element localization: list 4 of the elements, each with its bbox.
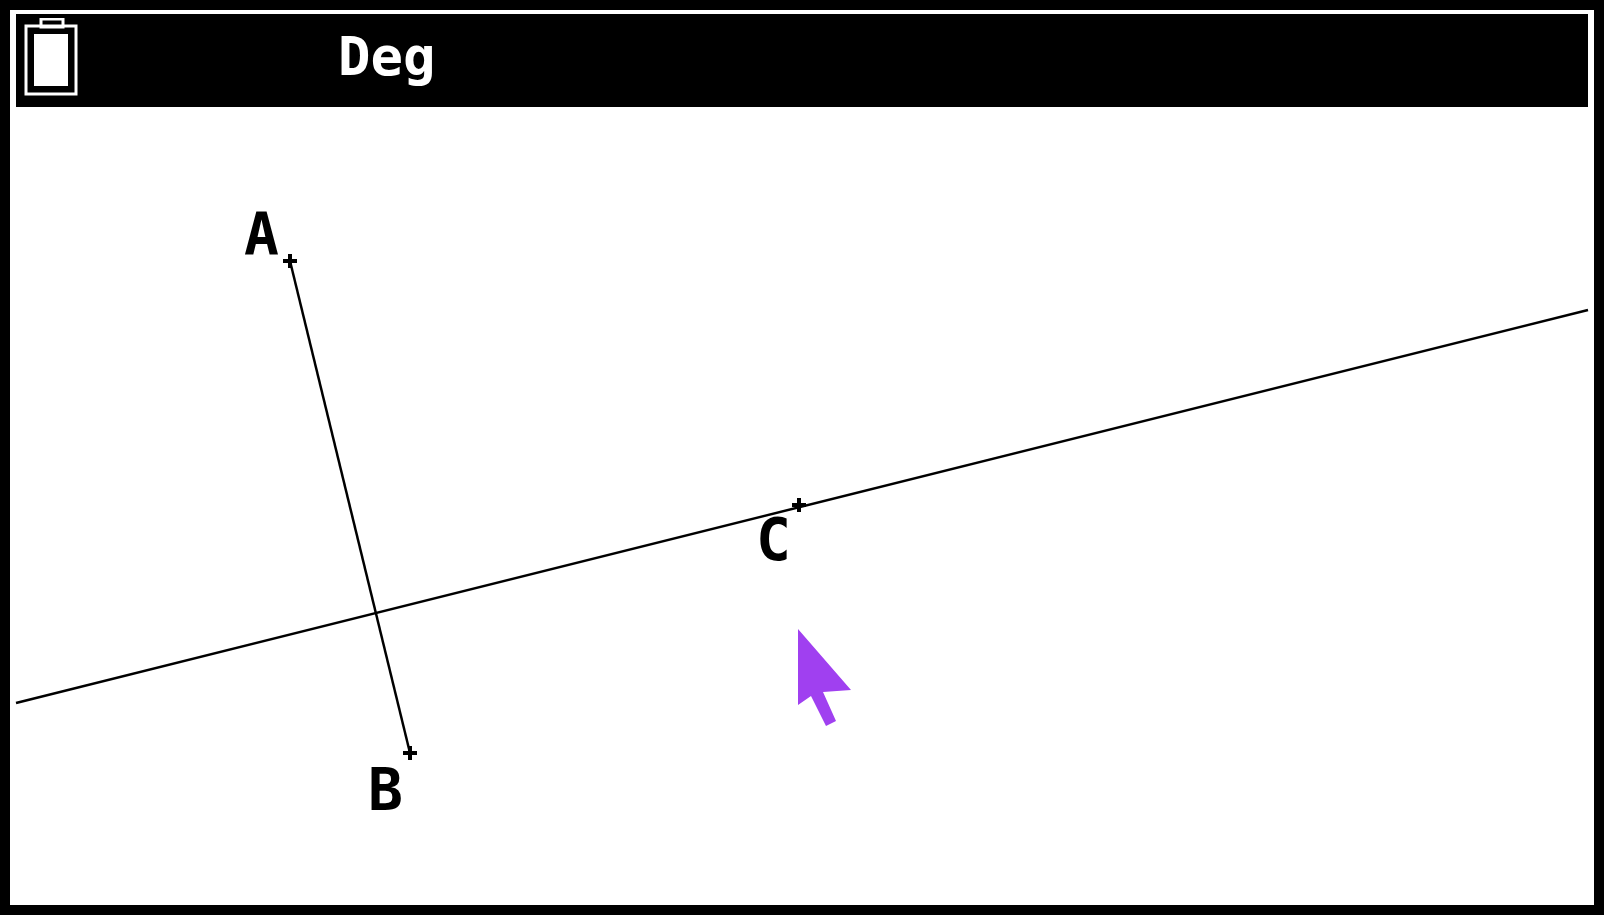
point-label: C [756, 511, 791, 569]
point-label: A [244, 206, 279, 264]
point-label: B [368, 761, 403, 819]
status-text: Deg [338, 30, 436, 84]
